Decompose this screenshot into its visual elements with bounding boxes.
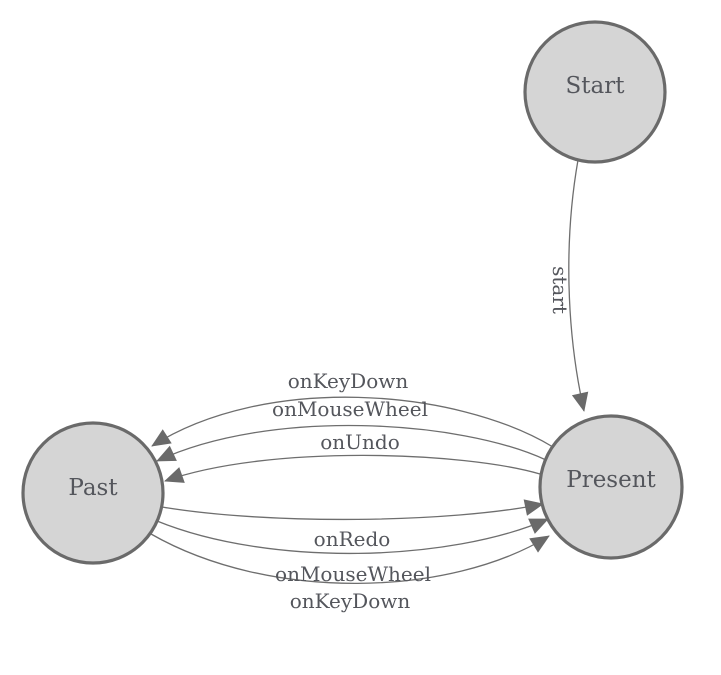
- edge-label-onmousewheel-top: onMouseWheel: [272, 397, 428, 421]
- edge-past-to-present-onredo: [161, 499, 544, 521]
- node-past[interactable]: Past: [21, 421, 165, 565]
- edge-start-to-present: [568, 159, 589, 412]
- edge-past-to-present-onkeydown: [150, 533, 550, 584]
- edge-past-to-present-onmousewheel: [156, 518, 549, 555]
- edge-present-to-past-onundo: [164, 454, 541, 483]
- edge-label-onkeydown-top: onKeyDown: [288, 369, 409, 393]
- edge-label-onkeydown-bottom: onKeyDown: [290, 589, 411, 613]
- edge-label-onmousewheel-bottom: onMouseWheel: [275, 562, 431, 586]
- edge-label-group: start onKeyDown onMouseWheel onUndo onRe…: [272, 266, 572, 613]
- edge-present-to-past-onkeydown: [151, 396, 554, 448]
- edge-group: [150, 159, 589, 584]
- edge-label-start: start: [548, 266, 572, 314]
- node-past-circle[interactable]: [21, 421, 165, 565]
- node-start-circle[interactable]: [523, 20, 667, 164]
- edge-label-onredo: onRedo: [314, 527, 391, 551]
- node-present-label: Present: [566, 467, 656, 493]
- node-present[interactable]: Present: [538, 414, 684, 560]
- edge-label-onundo: onUndo: [320, 430, 400, 454]
- node-past-label: Past: [68, 475, 118, 501]
- node-start-label: Start: [566, 73, 626, 99]
- node-present-circle[interactable]: [538, 414, 684, 560]
- node-start[interactable]: Start: [523, 20, 667, 164]
- edge-present-to-past-onmousewheel: [156, 424, 547, 462]
